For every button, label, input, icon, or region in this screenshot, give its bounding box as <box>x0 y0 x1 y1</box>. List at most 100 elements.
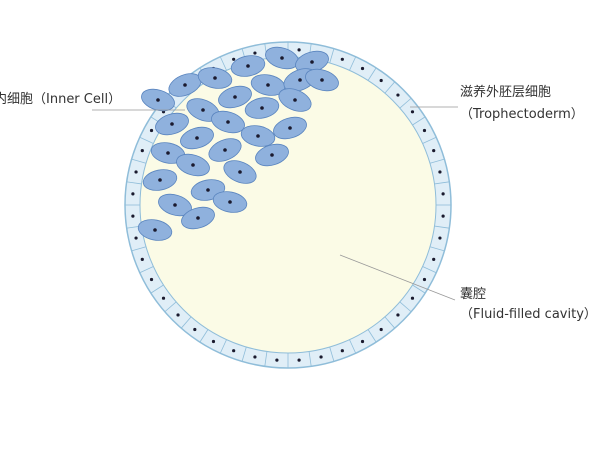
trophectoderm-cell-divider <box>422 266 437 274</box>
inner-cell-nucleus <box>153 228 157 232</box>
trophectoderm-nucleus <box>232 57 236 61</box>
trophectoderm-cell-divider <box>434 225 450 229</box>
trophectoderm-cell-divider <box>219 56 227 71</box>
trophectoderm-nucleus <box>422 277 427 282</box>
trophectoderm-cell-divider <box>180 316 192 329</box>
inner-cell-nucleus <box>256 134 260 138</box>
inner-cell-nucleus <box>288 126 292 130</box>
trophectoderm-cell-divider <box>264 351 268 367</box>
trophectoderm-nucleus <box>232 349 236 353</box>
inner-cell-nucleus <box>201 108 205 112</box>
trophectoderm-nucleus <box>131 192 135 196</box>
trophectoderm-label-en: （Trophectoderm） <box>460 107 584 122</box>
trophectoderm-nucleus <box>131 214 135 218</box>
trophectoderm-nucleus <box>297 48 301 52</box>
inner-cell-nucleus <box>158 178 162 182</box>
trophectoderm-nucleus <box>410 110 415 114</box>
trophectoderm-nucleus <box>140 257 144 261</box>
trophectoderm-cell-divider <box>429 246 445 252</box>
inner-cell-nucleus <box>183 83 187 87</box>
trophectoderm-nucleus <box>340 349 344 353</box>
inner-cell-nucleus <box>260 106 264 110</box>
inner-cell-nucleus <box>170 122 174 126</box>
trophectoderm-cell-divider <box>399 301 412 313</box>
trophectoderm-cell-divider <box>412 284 426 294</box>
inner-cell-nucleus <box>206 188 210 192</box>
trophectoderm-cell-divider <box>384 316 396 329</box>
trophectoderm-cell-divider <box>139 266 154 274</box>
trophectoderm-cell-divider <box>349 56 357 71</box>
trophectoderm-cell-divider <box>308 351 312 367</box>
trophectoderm-nucleus <box>134 170 138 174</box>
trophectoderm-cell-divider <box>399 97 412 109</box>
trophectoderm-nucleus <box>193 327 197 332</box>
trophectoderm-nucleus <box>297 358 301 362</box>
trophectoderm-nucleus <box>410 296 415 300</box>
trophectoderm-cell-divider <box>199 329 209 343</box>
trophectoderm-nucleus <box>438 236 442 240</box>
trophectoderm-nucleus <box>396 313 400 317</box>
trophectoderm-nucleus <box>379 327 383 332</box>
trophectoderm-nucleus <box>441 214 445 218</box>
trophectoderm-cell-divider <box>329 346 335 362</box>
inner-cell-nucleus <box>238 170 242 174</box>
cavity-label-cn: 囊腔 <box>460 287 487 302</box>
cavity-leader <box>339 254 456 301</box>
inner-cell-nucleus <box>223 148 227 152</box>
inner-cell-nucleus <box>246 64 250 68</box>
trophectoderm-nucleus <box>149 277 154 282</box>
trophectoderm-nucleus <box>432 257 436 261</box>
inner-cell-label: 内细胞（Inner Cell） <box>0 92 122 107</box>
trophectoderm-nucleus <box>253 51 257 55</box>
trophectoderm-cell-divider <box>412 116 426 126</box>
inner-cell-nucleus <box>191 163 195 167</box>
inner-cell-nucleus <box>310 60 314 64</box>
cavity-label-en: （Fluid-filled cavity） <box>460 307 597 322</box>
trophectoderm-nucleus <box>422 128 427 133</box>
trophectoderm-nucleus <box>379 78 383 83</box>
inner-cell-nucleus <box>270 153 274 157</box>
trophectoderm-nucleus <box>161 296 166 300</box>
inner-cell-nucleus <box>233 95 237 99</box>
trophectoderm-nucleus <box>432 149 436 153</box>
trophectoderm-cell-divider <box>126 181 142 185</box>
trophectoderm-nucleus <box>211 339 216 344</box>
trophectoderm-nucleus <box>438 170 442 174</box>
trophectoderm-cell-divider <box>367 329 377 343</box>
inner-cell-nucleus <box>195 136 199 140</box>
trophectoderm-cell-divider <box>367 67 377 81</box>
inner-cell-nucleus <box>173 203 177 207</box>
trophectoderm-nucleus <box>340 57 344 61</box>
inner-cell-nucleus <box>293 98 297 102</box>
inner-cell-mass <box>137 46 339 241</box>
trophectoderm-cell-divider <box>349 339 357 354</box>
trophectoderm-cell-divider <box>219 339 227 354</box>
trophectoderm-nucleus <box>396 93 400 97</box>
inner-cell-nucleus <box>156 98 160 102</box>
inner-cell-nucleus <box>213 76 217 80</box>
inner-cell-nucleus <box>298 78 302 82</box>
leader-lines <box>92 106 458 301</box>
inner-cell-nucleus <box>196 216 200 220</box>
trophectoderm-layer <box>124 41 452 369</box>
trophectoderm-nucleus <box>275 358 279 362</box>
trophectoderm-cell-divider <box>241 346 247 362</box>
trophectoderm-cell-divider <box>150 284 164 294</box>
trophectoderm-nucleus <box>253 355 257 359</box>
trophectoderm-cell-divider <box>429 158 445 164</box>
trophectoderm-nucleus <box>134 236 138 240</box>
inner-cell-nucleus <box>280 56 284 60</box>
inner-cell-nucleus <box>226 120 230 124</box>
trophectoderm-nucleus <box>441 192 445 196</box>
inner-cell-nucleus <box>266 83 270 87</box>
trophectoderm-cell-divider <box>422 136 437 144</box>
trophectoderm-cell-divider <box>131 246 147 252</box>
trophectoderm-nucleus <box>360 66 365 71</box>
inner-cell-nucleus <box>166 151 170 155</box>
trophectoderm-cell-divider <box>434 181 450 185</box>
trophectoderm-nucleus <box>176 313 180 317</box>
trophectoderm-cell-divider <box>131 158 147 164</box>
trophectoderm-cell-divider <box>164 301 177 313</box>
